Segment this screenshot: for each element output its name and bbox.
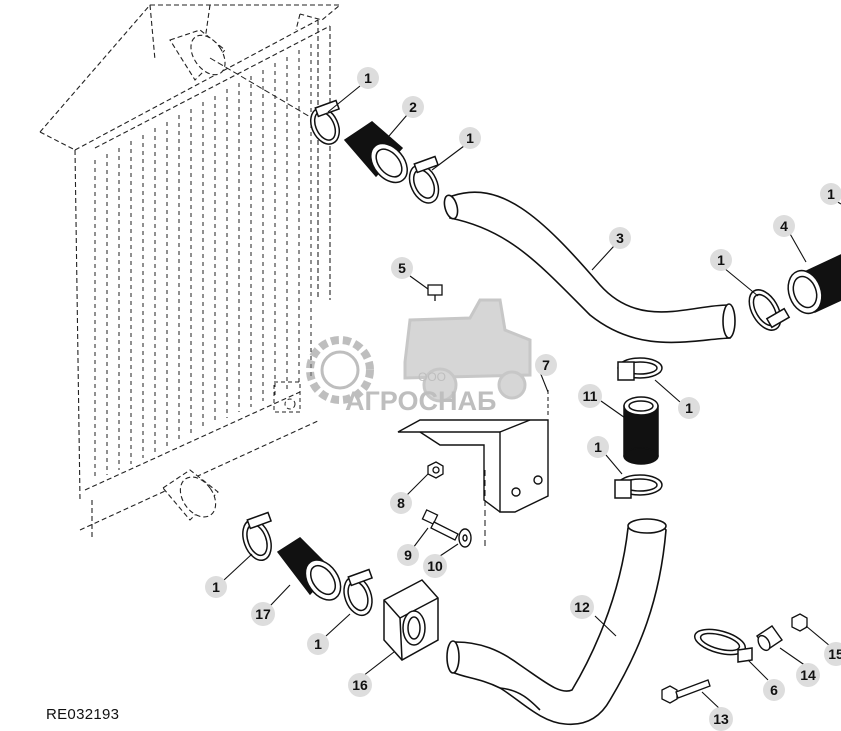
mounting-bracket bbox=[397, 419, 549, 513]
callout-11: 11 bbox=[578, 384, 602, 408]
figure-reference-code: RE032193 bbox=[46, 706, 120, 723]
radiator-core bbox=[94, 44, 312, 480]
lower-radiator-hose bbox=[446, 518, 667, 726]
radiator-mount bbox=[273, 381, 301, 413]
hose-strap bbox=[693, 628, 753, 663]
callout-4: 4 bbox=[773, 215, 795, 237]
upper-radiator-hose bbox=[443, 191, 736, 344]
callout-14: 14 bbox=[796, 663, 820, 687]
callout-13: 13 bbox=[709, 707, 733, 731]
bolt-5 bbox=[427, 284, 443, 301]
callout-label: 6 bbox=[770, 682, 778, 698]
nut-8 bbox=[427, 461, 444, 479]
callout-label: 3 bbox=[616, 230, 624, 246]
callout-16: 16 bbox=[348, 673, 372, 697]
washer-10 bbox=[458, 528, 472, 548]
callout-label: 1 bbox=[314, 636, 322, 652]
callout-1: 1 bbox=[357, 67, 379, 89]
watermark-company-prefix: ООО bbox=[418, 370, 446, 384]
callout-label: 1 bbox=[212, 579, 220, 595]
callout-label: 10 bbox=[427, 558, 443, 574]
bolt-9 bbox=[421, 509, 459, 541]
radiator bbox=[39, 4, 342, 540]
hose-clamp bbox=[748, 289, 791, 331]
callout-label: 15 bbox=[828, 646, 841, 662]
hose-clamp bbox=[617, 357, 663, 381]
callout-label: 4 bbox=[780, 218, 788, 234]
radiator-upper-outlet bbox=[169, 29, 226, 81]
hose-clamp bbox=[242, 511, 273, 561]
callout-1: 1 bbox=[678, 397, 700, 419]
callout-label: 8 bbox=[397, 495, 405, 511]
callout-label: 1 bbox=[594, 439, 602, 455]
callout-1: 1 bbox=[307, 633, 329, 655]
callout-1: 1 bbox=[587, 436, 609, 458]
leader-outlet-dashed bbox=[209, 57, 313, 119]
callout-9: 9 bbox=[397, 544, 419, 566]
callout-7: 7 bbox=[535, 354, 557, 376]
callout-1: 1 bbox=[820, 183, 841, 205]
callout-6: 6 bbox=[763, 679, 785, 701]
hose-connector-right bbox=[787, 254, 841, 315]
callout-leaders bbox=[223, 85, 841, 711]
callout-3: 3 bbox=[609, 227, 631, 249]
callout-1: 1 bbox=[205, 576, 227, 598]
rubber-pad bbox=[383, 579, 439, 661]
callout-label: 17 bbox=[255, 606, 271, 622]
callout-label: 9 bbox=[404, 547, 412, 563]
callout-10: 10 bbox=[423, 554, 447, 578]
radiator-lower-outlet bbox=[162, 469, 219, 521]
callout-2: 2 bbox=[402, 96, 424, 118]
callout-label: 7 bbox=[542, 357, 550, 373]
callout-label: 1 bbox=[685, 400, 693, 416]
hose-clamp bbox=[614, 474, 663, 499]
short-hose-upper bbox=[343, 121, 408, 184]
callout-label: 16 bbox=[352, 677, 368, 693]
gear-and-tractor-icon bbox=[306, 298, 532, 404]
callout-label: 1 bbox=[827, 186, 835, 202]
nut-15 bbox=[791, 613, 808, 632]
callout-label: 2 bbox=[409, 99, 417, 115]
callout-17: 17 bbox=[251, 602, 275, 626]
callout-1: 1 bbox=[459, 127, 481, 149]
callout-label: 11 bbox=[583, 388, 598, 404]
callout-label: 1 bbox=[717, 252, 725, 268]
callout-12: 12 bbox=[570, 595, 594, 619]
callout-8: 8 bbox=[390, 492, 412, 514]
callout-label: 13 bbox=[713, 711, 729, 727]
callout-label: 5 bbox=[398, 260, 406, 276]
watermark: ООО АГРОСНАБ bbox=[306, 298, 532, 416]
callout-label: 1 bbox=[466, 130, 474, 146]
callout-1: 1 bbox=[710, 249, 732, 271]
callout-label: 12 bbox=[574, 599, 590, 615]
short-hose-lower bbox=[276, 537, 342, 601]
hose-clamp bbox=[309, 99, 341, 145]
callout-label: 1 bbox=[364, 70, 372, 86]
short-hose-vertical bbox=[623, 396, 659, 465]
callout-15: 15 bbox=[824, 642, 841, 666]
hose-clamp bbox=[408, 155, 440, 204]
watermark-brand: АГРОСНАБ bbox=[345, 386, 496, 416]
callouts: 1 2 1 3 1 4 1 5 7 11 1 1 8 9 10 1 17 1 1… bbox=[205, 67, 841, 731]
callout-5: 5 bbox=[391, 257, 413, 279]
spacer-14 bbox=[756, 625, 783, 652]
hose-clamp bbox=[343, 568, 374, 617]
callout-label: 14 bbox=[800, 667, 816, 683]
bolt-13 bbox=[661, 679, 711, 704]
